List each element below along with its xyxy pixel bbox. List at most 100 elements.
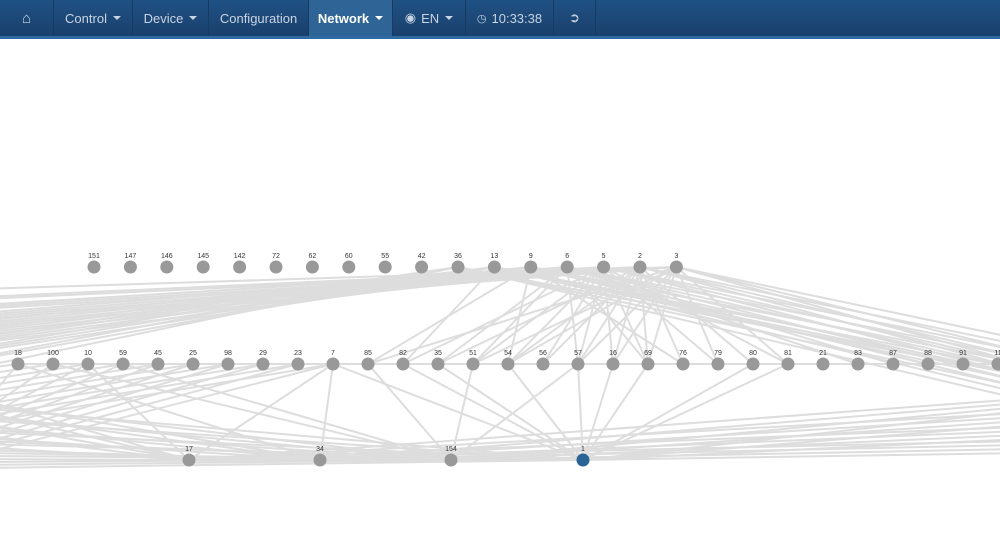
node-circle[interactable] (487, 260, 501, 274)
network-node[interactable]: 36 (451, 253, 465, 274)
device-menu[interactable]: Device (133, 0, 209, 36)
network-node[interactable]: 72 (269, 253, 283, 274)
node-circle[interactable] (186, 357, 200, 371)
network-node[interactable]: 60 (342, 253, 356, 274)
node-circle[interactable] (524, 260, 538, 274)
node-circle[interactable] (501, 357, 515, 371)
network-menu[interactable]: Network (309, 0, 393, 36)
node-circle[interactable] (291, 357, 305, 371)
network-node[interactable]: 9 (524, 253, 538, 274)
control-menu[interactable]: Control (54, 0, 133, 36)
network-node[interactable]: 2 (633, 253, 647, 274)
node-circle[interactable] (536, 357, 550, 371)
node-circle[interactable] (256, 357, 270, 371)
network-node[interactable]: 81 (781, 350, 795, 371)
network-node[interactable]: 42 (415, 253, 429, 274)
network-node[interactable]: 3 (669, 253, 683, 274)
node-circle[interactable] (641, 357, 655, 371)
network-node[interactable]: 45 (151, 350, 165, 371)
node-circle[interactable] (123, 260, 137, 274)
logout-button[interactable]: ➲ (554, 0, 596, 36)
network-node[interactable]: 69 (641, 350, 655, 371)
network-node[interactable]: 146 (160, 253, 174, 274)
network-node[interactable]: 62 (305, 253, 319, 274)
network-node[interactable]: 80 (746, 350, 760, 371)
node-circle[interactable] (81, 357, 95, 371)
node-circle[interactable] (11, 357, 25, 371)
node-circle[interactable] (676, 357, 690, 371)
network-node[interactable]: 59 (116, 350, 130, 371)
node-circle[interactable] (361, 357, 375, 371)
network-node[interactable]: 10 (81, 350, 95, 371)
node-circle[interactable] (560, 260, 574, 274)
network-node[interactable]: 51 (466, 350, 480, 371)
language-menu[interactable]: ◉EN (393, 0, 466, 36)
network-node[interactable]: 11 (991, 350, 1000, 371)
node-circle[interactable] (711, 357, 725, 371)
node-circle[interactable] (116, 357, 130, 371)
network-node[interactable]: 147 (123, 253, 137, 274)
network-node[interactable]: 54 (501, 350, 515, 371)
node-circle[interactable] (160, 260, 174, 274)
node-circle[interactable] (415, 260, 429, 274)
network-node[interactable]: 16 (606, 350, 620, 371)
node-circle[interactable] (669, 260, 683, 274)
network-node[interactable]: 55 (378, 253, 392, 274)
node-circle[interactable] (182, 453, 196, 467)
node-circle[interactable] (151, 357, 165, 371)
network-node[interactable]: 154 (444, 446, 458, 467)
network-node[interactable]: 142 (233, 253, 247, 274)
node-circle[interactable] (851, 357, 865, 371)
network-node[interactable]: 79 (711, 350, 725, 371)
network-node[interactable]: 1 (576, 446, 590, 467)
node-circle[interactable] (816, 357, 830, 371)
network-node[interactable]: 87 (886, 350, 900, 371)
network-node[interactable]: 29 (256, 350, 270, 371)
node-circle[interactable] (921, 357, 935, 371)
network-node[interactable]: 83 (851, 350, 865, 371)
node-circle[interactable] (606, 357, 620, 371)
network-node[interactable]: 85 (361, 350, 375, 371)
node-circle[interactable] (221, 357, 235, 371)
node-circle[interactable] (87, 260, 101, 274)
network-node[interactable]: 57 (571, 350, 585, 371)
network-node[interactable]: 100 (46, 350, 60, 371)
node-circle[interactable] (991, 357, 1000, 371)
node-circle[interactable] (444, 453, 458, 467)
node-circle[interactable] (269, 260, 283, 274)
network-node[interactable]: 34 (313, 446, 327, 467)
node-circle[interactable] (576, 453, 590, 467)
node-circle[interactable] (378, 260, 392, 274)
network-node[interactable]: 23 (291, 350, 305, 371)
node-circle[interactable] (396, 357, 410, 371)
node-circle[interactable] (305, 260, 319, 274)
network-node[interactable]: 145 (196, 253, 210, 274)
configuration-tab[interactable]: Configuration (209, 0, 309, 36)
node-circle[interactable] (886, 357, 900, 371)
network-node[interactable]: 56 (536, 350, 550, 371)
node-circle[interactable] (597, 260, 611, 274)
node-circle[interactable] (196, 260, 210, 274)
network-node[interactable]: 82 (396, 350, 410, 371)
network-node[interactable]: 5 (597, 253, 611, 274)
network-node[interactable]: 88 (921, 350, 935, 371)
node-circle[interactable] (326, 357, 340, 371)
node-circle[interactable] (466, 357, 480, 371)
node-circle[interactable] (571, 357, 585, 371)
node-circle[interactable] (633, 260, 647, 274)
node-circle[interactable] (342, 260, 356, 274)
network-node[interactable]: 76 (676, 350, 690, 371)
network-node[interactable]: 98 (221, 350, 235, 371)
node-circle[interactable] (313, 453, 327, 467)
node-circle[interactable] (46, 357, 60, 371)
network-node[interactable]: 7 (326, 350, 340, 371)
node-circle[interactable] (746, 357, 760, 371)
network-node[interactable]: 151 (87, 253, 101, 274)
network-node[interactable]: 91 (956, 350, 970, 371)
node-circle[interactable] (781, 357, 795, 371)
node-circle[interactable] (431, 357, 445, 371)
network-node[interactable]: 25 (186, 350, 200, 371)
network-node[interactable]: 35 (431, 350, 445, 371)
node-circle[interactable] (233, 260, 247, 274)
